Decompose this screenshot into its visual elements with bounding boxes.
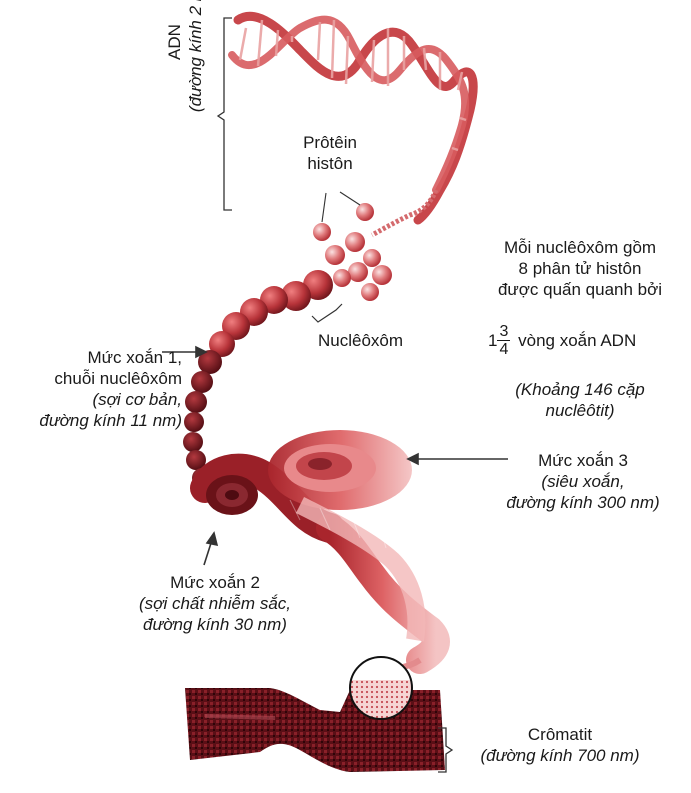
dna-turns-text: vòng xoắn ADN (518, 331, 637, 350)
nucleosome-description: Mỗi nuclêôxôm gồm 8 phân tử histôn được … (470, 237, 690, 300)
pointer-arrows (162, 345, 508, 566)
chromatid-label: Crômatit (đường kính 700 nm) (460, 724, 660, 766)
histone-label-line2: histôn (307, 154, 353, 173)
chromatid-brace (438, 727, 454, 773)
level3-label: Mức xoắn 3 (siêu xoắn, đường kính 300 nm… (478, 450, 688, 513)
nucleosome-brace (311, 303, 343, 323)
chromatid-diameter: (đường kính 700 nm) (480, 746, 640, 765)
dna-label-diameter: (đường kính 2 nm) (186, 0, 205, 113)
level2-line1: Mức xoắn 2 (170, 573, 260, 592)
description-line1: Mỗi nuclêôxôm gồm (503, 238, 657, 257)
note-line2: nuclêôtit) (545, 401, 615, 420)
level2-label: Mức xoắn 2 (sợi chất nhiễm sắc, đường kí… (110, 572, 320, 635)
nucleotide-note: (Khoảng 146 cặp nuclêôtit) (490, 379, 670, 421)
note-line1: (Khoảng 146 cặp (515, 380, 645, 399)
histone-pointer-2 (339, 191, 361, 206)
level3-supercoil (268, 430, 450, 674)
nucleosome-label: Nuclêôxôm (318, 331, 404, 350)
histone-pointer-1 (321, 192, 327, 223)
description-line2: 8 phân tử histôn (518, 259, 642, 278)
dna-label-name: ADN (165, 24, 184, 60)
level2-line3: đường kính 30 nm) (143, 615, 287, 634)
level3-line2: (siêu xoắn, (541, 472, 625, 491)
level1-line4: đường kính 11 nm) (39, 411, 182, 430)
description-line3: được quấn quanh bởi (497, 280, 663, 299)
level2-line2: (sợi chất nhiễm sắc, (139, 594, 291, 613)
fraction-denominator: 4 (499, 341, 509, 358)
level1-line1: Mức xoắn 1, (87, 348, 182, 367)
level3-line3: đường kính 300 nm) (506, 493, 660, 512)
dna-double-helix (228, 11, 478, 225)
level1-line3: (sợi cơ bản, (92, 390, 182, 409)
level1-label: Mức xoắn 1, chuỗi nuclêôxôm (sợi cơ bản,… (0, 347, 182, 431)
dna-dimension-brace (216, 17, 232, 211)
fraction-numerator: 3 (497, 323, 511, 341)
histone-label: Prôtêin histôn (280, 132, 380, 174)
level3-line1: Mức xoắn 3 (538, 451, 628, 470)
histone-label-line1: Prôtêin (303, 133, 357, 152)
dna-label: ADN (đường kính 2 nm) (164, 0, 206, 122)
histone-protein-balls (313, 203, 392, 301)
fraction-whole: 1 (488, 331, 498, 350)
dna-linker-strand (370, 188, 439, 238)
level1-line2: chuỗi nuclêôxôm (54, 369, 182, 388)
chromatid-name: Crômatit (527, 725, 593, 744)
